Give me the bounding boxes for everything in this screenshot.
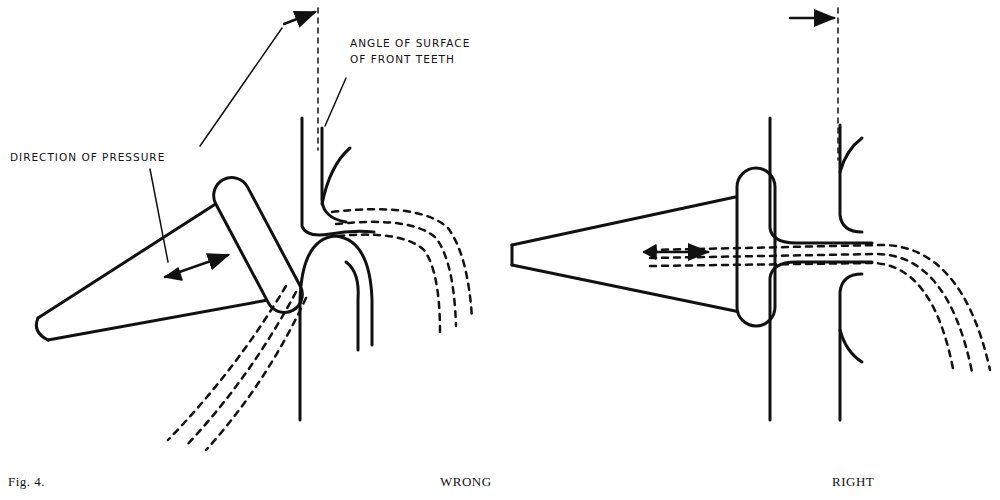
reference-line: [837, 8, 839, 160]
lips-and-teeth-wrong: [300, 118, 374, 420]
mouthpiece-tilted: [36, 171, 308, 340]
leader-lines: [150, 28, 346, 262]
panel-label: RIGHT: [832, 474, 932, 490]
lips-and-teeth-right: [770, 118, 872, 420]
figure-number: Fig. 4.: [8, 474, 88, 490]
callout-label: DIRECTION OF PRESSURE: [10, 150, 240, 166]
air-stream-wrong: [168, 209, 472, 450]
arrow-tail: [644, 245, 656, 259]
air-stream-right: [650, 245, 990, 374]
panel-label: WRONG: [440, 474, 540, 490]
angle-arrow: [284, 12, 315, 24]
angle-arrow: [790, 17, 834, 20]
callout-label: ANGLE OF SURFACE OF FRONT TEETH: [350, 36, 490, 68]
reference-line: [317, 8, 319, 150]
arrow-tail: [165, 268, 182, 280]
